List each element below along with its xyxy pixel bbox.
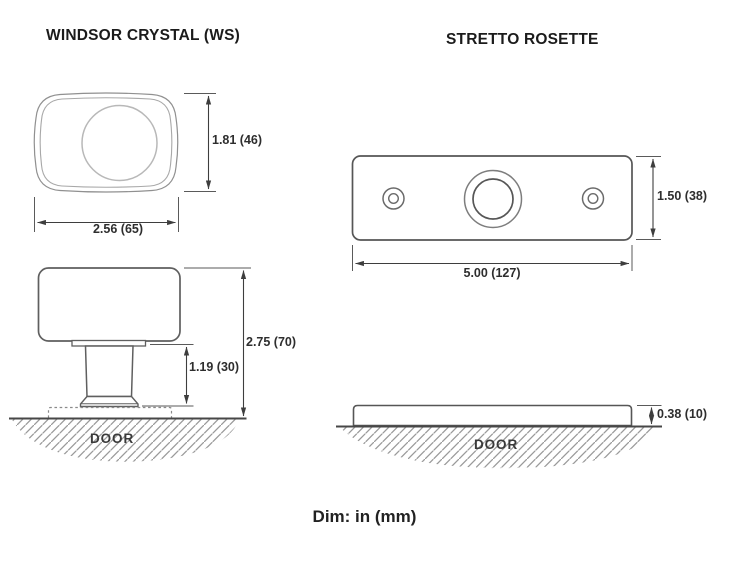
door-section-hatch-left: [12, 419, 239, 462]
rosette-right-screw-inner: [587, 192, 599, 204]
dim-label-knob-width: 2.56 (65): [92, 222, 144, 236]
rosette-left-screw-outer: [382, 187, 405, 210]
rosette-left-screw-inner: [388, 192, 400, 204]
knob-backplate-hidden-outline: [47, 406, 173, 418]
dim-label-knob-stem-height: 1.19 (30): [189, 360, 240, 374]
dim-label-rosette-height: 1.50 (38): [657, 189, 708, 203]
dim-label-rosette-width: 5.00 (127): [463, 266, 521, 280]
knob-side-collar: [71, 339, 147, 347]
knob-side-view: [9, 267, 251, 462]
door-label-left: DOOR: [90, 431, 135, 446]
rosette-side-view: [336, 404, 662, 469]
knob-front-outer-outline: [33, 92, 179, 193]
rosette-right-screw-outer: [581, 187, 605, 210]
rosette-front-plate: [351, 155, 633, 241]
knob-side-stem: [84, 345, 134, 398]
knob-side-head: [37, 267, 181, 342]
knob-side-base-flare: [79, 395, 139, 408]
units-note: Dim: in (mm): [312, 507, 417, 526]
door-label-right: DOOR: [474, 437, 519, 452]
title-windsor-crystal: WINDSOR CRYSTAL (WS): [46, 27, 241, 44]
knob-front-inner-outline: [39, 97, 173, 188]
dim-label-rosette-thickness: 0.38 (10): [657, 407, 708, 421]
knob-front-view: [33, 92, 216, 232]
rosette-side-profile: [352, 404, 633, 427]
dim-label-knob-overall-height: 2.75 (70): [246, 335, 297, 349]
knob-front-crystal-circle: [81, 104, 158, 182]
rosette-front-view: [351, 155, 661, 271]
title-stretto-rosette: STRETTO ROSETTE: [446, 31, 599, 48]
door-section-hatch-right: [340, 427, 656, 469]
dim-label-knob-height: 1.81 (46): [212, 133, 263, 147]
rosette-center-bore: [472, 178, 514, 220]
rosette-center-boss-outer: [463, 169, 523, 229]
